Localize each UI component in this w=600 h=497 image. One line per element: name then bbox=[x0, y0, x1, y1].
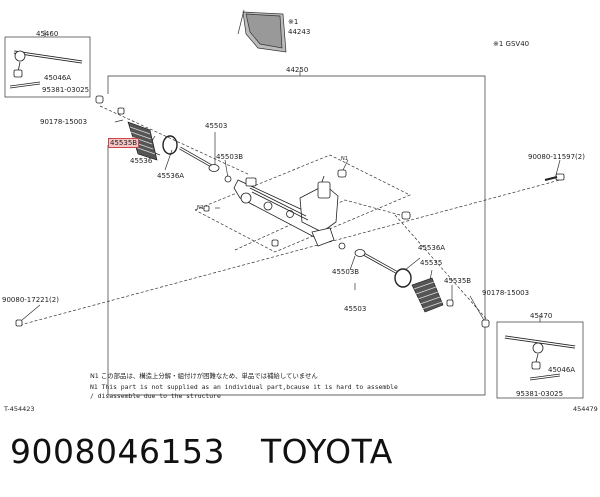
clamp-ring-left bbox=[162, 135, 178, 155]
label-45536: 45536 bbox=[130, 157, 153, 165]
label-45536a-left: 45536A bbox=[157, 172, 185, 180]
label-90178-top: 90178-15003 bbox=[40, 118, 88, 126]
label-45535-right: 45535 bbox=[420, 259, 443, 267]
label-star1-top: ※1 bbox=[288, 18, 299, 26]
label-95381-bottom: 95381-03025 bbox=[516, 390, 564, 398]
label-95381-top: 95381-03025 bbox=[42, 86, 90, 94]
diagram-code-left: T-454423 bbox=[4, 405, 35, 413]
tie-rod-left bbox=[179, 146, 220, 172]
label-44243: 44243 bbox=[288, 28, 311, 36]
note-english-line1: N1 This part is not supplied as an indiv… bbox=[90, 383, 398, 391]
diagram-code-right: 454479 bbox=[573, 405, 598, 413]
tie-rod-right bbox=[354, 249, 397, 274]
label-n1-b: N1 bbox=[197, 205, 204, 211]
tie-rod-end-box-right bbox=[496, 321, 584, 399]
steering-gear-housing bbox=[233, 175, 339, 247]
label-45503b-left: 45503B bbox=[216, 153, 244, 161]
part-number: 9008046153 bbox=[10, 432, 225, 471]
label-44250: 44250 bbox=[286, 66, 309, 74]
label-45535-highlighted: 45535B bbox=[108, 138, 140, 148]
tie-rod-end-left bbox=[9, 50, 83, 89]
label-star1-note: ※1 GSV40 bbox=[493, 40, 530, 48]
clamp-ring-right bbox=[394, 268, 412, 288]
note-english-line2: / disassemble due to the structure bbox=[90, 392, 221, 400]
brand-name: TOYOTA bbox=[260, 432, 393, 471]
note-japanese: N1 この部品は、構造上分解・組付けが困難なため、単品では補給していません bbox=[90, 372, 318, 380]
label-45535b-right: 45535B bbox=[444, 277, 472, 285]
dust-boot-right bbox=[411, 277, 444, 313]
label-90080-17221: 90080-17221(2) bbox=[2, 296, 59, 304]
tie-rod-end-right bbox=[504, 335, 576, 381]
main-frame bbox=[107, 75, 486, 396]
tie-rod-end-box-left bbox=[4, 36, 91, 98]
label-45503b-right: 45503B bbox=[332, 268, 360, 276]
label-45046a-top: 45046A bbox=[44, 74, 72, 82]
label-45536a-right: 45536A bbox=[418, 244, 446, 252]
label-45503-bottom: 45503 bbox=[344, 305, 367, 313]
label-90178-right: 90178-15003 bbox=[482, 289, 530, 297]
footer-caption: 9008046153 TOYOTA bbox=[10, 432, 393, 471]
label-45470: 45470 bbox=[530, 312, 553, 320]
label-90080-11597: 90080-11597(2) bbox=[528, 153, 585, 161]
label-45460: 45460 bbox=[36, 30, 59, 38]
label-45503-top: 45503 bbox=[205, 122, 228, 130]
heat-insulator bbox=[237, 9, 287, 53]
label-n1-a: N1 bbox=[341, 156, 348, 162]
label-45046a-bottom: 45046A bbox=[548, 366, 576, 374]
